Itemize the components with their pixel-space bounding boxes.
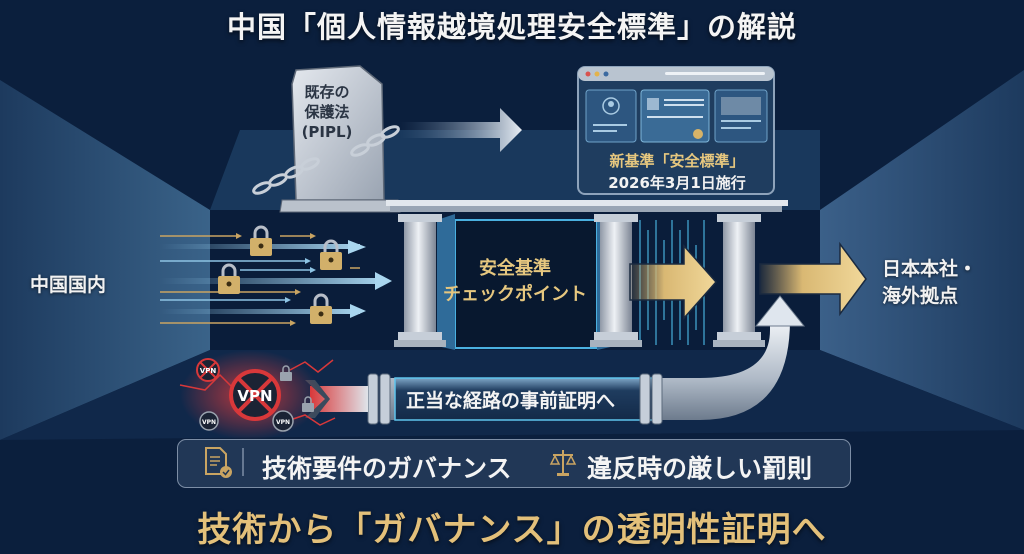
- vpn-small-label: VPN: [200, 367, 217, 375]
- left-wall: [0, 80, 210, 440]
- checkpoint-label: 安全基準 チェックポイント: [440, 256, 590, 308]
- pillar: [394, 214, 446, 347]
- lock-icons: [218, 225, 342, 324]
- bottom-message: 技術から「ガバナンス」の透明性証明へ: [197, 510, 827, 550]
- governance-item-technical: 技術要件のガバナンス: [262, 454, 512, 483]
- checkpoint-line: 安全基準: [479, 258, 551, 279]
- vpn-small-label: VPN: [202, 419, 216, 426]
- origin-label: 中国国内: [30, 274, 107, 296]
- governance-bar: [177, 439, 851, 488]
- data-flow-arrows: [160, 233, 392, 326]
- pipe-label: 正当な経路の事前証明へ: [406, 390, 616, 412]
- pillar: [713, 214, 765, 347]
- lock-icon: [310, 293, 332, 324]
- pillars: [394, 214, 765, 347]
- lock-icon: [320, 239, 342, 270]
- pillar: [590, 214, 642, 347]
- right-wall: [820, 70, 1024, 430]
- old-law-line: (PIPL): [301, 123, 353, 141]
- broken-chain-icon: [252, 125, 400, 195]
- destination-line: 日本本社・: [882, 258, 978, 280]
- effective-date: 2026年3月1日施行: [608, 174, 746, 192]
- new-standard-label: 新基準「安全標準」: [609, 152, 745, 170]
- lock-icon: [250, 225, 272, 256]
- vpn-small-label: VPN: [276, 419, 290, 426]
- old-law-line: 既存の: [304, 83, 350, 101]
- destination-label: 日本本社・ 海外拠点: [882, 256, 977, 310]
- lock-icon: [280, 365, 292, 381]
- transition-arrow: [400, 108, 522, 152]
- old-law-label: 既存の 保護法 (PIPL): [292, 82, 362, 142]
- new-standard-window: [577, 66, 775, 195]
- vpn-blocked-icon: VPN: [229, 369, 281, 421]
- governance-item-penalty: 違反時の厳しい罰則: [587, 454, 813, 483]
- vpn-blocked-cluster: VPN VPN VPN VPN: [179, 350, 336, 440]
- gold-arrow: [629, 244, 718, 320]
- scales-icon: [549, 450, 577, 476]
- checkpoint-line: チェックポイント: [443, 284, 587, 305]
- vpn-small-icon: VPN: [199, 411, 219, 431]
- gold-arrow-to-destination: [759, 241, 867, 317]
- legitimate-route-pipe: [305, 295, 806, 425]
- destination-line: 海外拠点: [882, 285, 959, 307]
- old-law-line: 保護法: [304, 103, 350, 121]
- document-check-icon: [205, 447, 232, 478]
- lock-icon: [218, 263, 240, 294]
- lock-icon: [302, 396, 314, 412]
- old-law-tombstone: [252, 65, 401, 213]
- page-title: 中国「個人情報越境処理安全標準」の解説: [226, 10, 797, 44]
- vpn-small-icon: VPN: [196, 358, 220, 382]
- vpn-main-label: VPN: [237, 387, 272, 405]
- vpn-small-icon: VPN: [272, 410, 294, 432]
